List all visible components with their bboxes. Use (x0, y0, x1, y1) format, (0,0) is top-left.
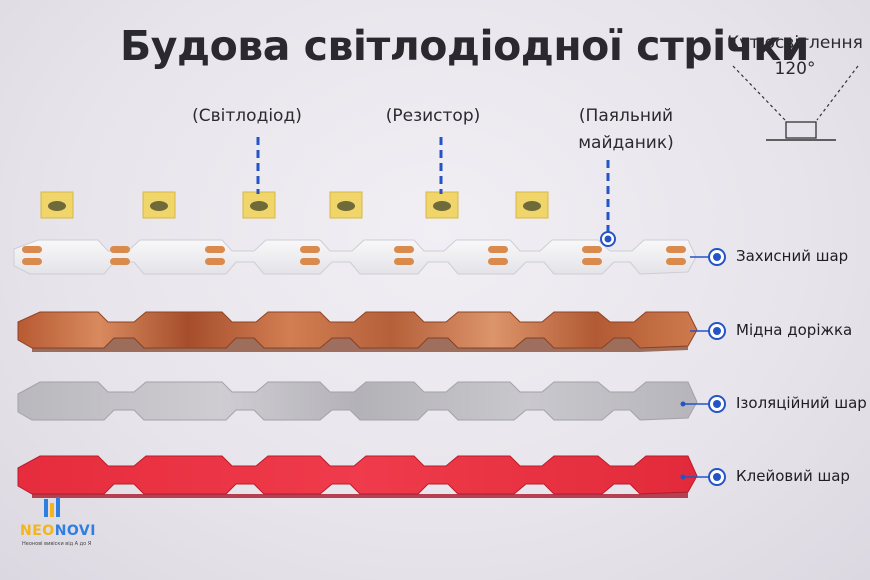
lighting-angle-value: 120° (774, 59, 816, 79)
resistor-pair (394, 246, 414, 265)
led-chip (329, 191, 363, 219)
led-chip (40, 191, 74, 219)
brand-tagline: Неонові вивіски від А до Я (22, 541, 92, 547)
led-chip (142, 191, 176, 219)
brand-name: NEONOVI (20, 523, 96, 539)
led-chip (515, 191, 549, 219)
callout-leaders (256, 137, 616, 247)
lighting-angle-label: Кут освітлення (727, 33, 863, 53)
led-chip (242, 191, 276, 219)
brand-name-part1: NEO (20, 523, 55, 539)
resistor-pair (110, 246, 130, 265)
resistor-pair (22, 246, 42, 265)
brand-name-part2: NOVI (54, 523, 96, 539)
resistors (22, 246, 686, 265)
copper-track-strip (17, 311, 698, 352)
layer-label-adhesive: Клейовий шар (736, 467, 850, 485)
callout-pad-line2: майданик) (578, 133, 674, 153)
layer-label-protective: Захисний шар (736, 247, 849, 265)
resistor-pair (205, 246, 225, 265)
callout-pad-line1: (Паяльний (578, 106, 674, 126)
resistor-pair (300, 246, 320, 265)
brand-logo-icon (44, 497, 60, 517)
adhesive-layer-strip (17, 455, 698, 498)
lighting-angle-icon (732, 65, 859, 141)
layer-connectors (680, 248, 726, 486)
led-chip (425, 191, 459, 219)
callout-resistor: (Резистор) (385, 106, 481, 126)
insulation-layer-strip (17, 381, 698, 421)
callout-led: (Світлодіод) (192, 106, 302, 126)
resistor-pair (488, 246, 508, 265)
resistor-pair (582, 246, 602, 265)
layer-label-insulation: Ізоляційний шар (736, 394, 867, 412)
diagram-title: Будова світлодіодної стрічки (120, 22, 809, 70)
resistor-pair (666, 246, 686, 265)
layer-label-copper: Мідна доріжка (736, 321, 853, 339)
protective-layer-strip (13, 239, 697, 275)
led-chips-row (40, 191, 549, 219)
